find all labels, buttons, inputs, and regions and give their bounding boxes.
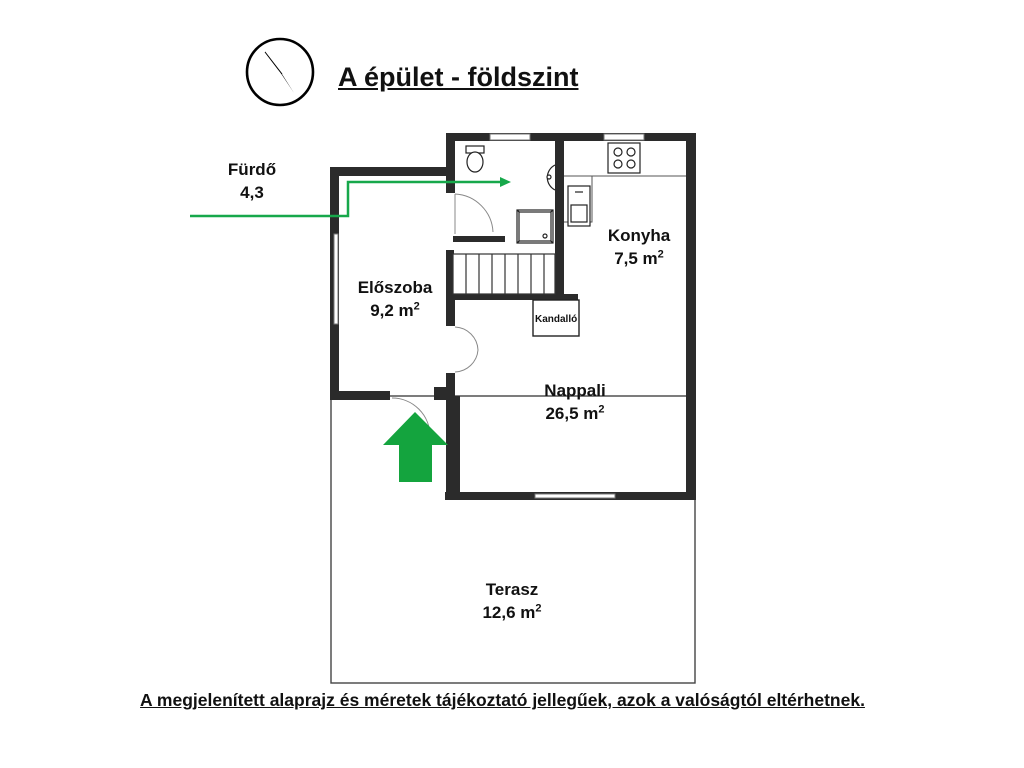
room-name: Nappali xyxy=(544,381,606,400)
disclaimer-note: A megjelenített alaprajz és méretek tájé… xyxy=(140,690,865,710)
room-label-eloszoba: Előszoba 9,2 m2 xyxy=(342,276,448,322)
toilet-icon xyxy=(465,145,485,173)
door-swings xyxy=(391,193,494,437)
room-area: 4,3 xyxy=(240,183,264,202)
windows xyxy=(333,133,645,499)
room-area: 12,6 m2 xyxy=(482,602,542,622)
room-area: 7,5 m2 xyxy=(614,248,664,268)
kitchen-sink-icon xyxy=(567,185,591,227)
stove-icon xyxy=(607,142,641,174)
room-area: 26,5 m2 xyxy=(545,403,605,423)
room-label-nappali: Nappali 26,5 m2 xyxy=(520,379,630,425)
room-name: Terasz xyxy=(485,580,539,599)
bathroom-pointer-arrowhead xyxy=(500,177,511,187)
compass-icon xyxy=(245,37,315,107)
fireplace xyxy=(532,299,580,337)
room-name: Konyha xyxy=(607,226,671,245)
fireplace-label: Kandalló xyxy=(535,314,578,325)
room-label-terasz: Terasz 12,6 m2 xyxy=(456,578,568,624)
washbasin-icon xyxy=(546,164,556,191)
staircase xyxy=(452,253,556,295)
bathroom-pointer-line xyxy=(190,180,500,218)
shower-icon xyxy=(516,209,554,244)
room-name: Előszoba xyxy=(357,278,433,297)
room-name: Fürdő xyxy=(227,160,277,179)
room-area: 9,2 m2 xyxy=(370,300,420,320)
terrace-outline xyxy=(330,395,696,684)
room-label-furdo: Fürdő 4,3 xyxy=(220,158,284,204)
page-title: A épület - földszint xyxy=(338,62,579,92)
interior-walls xyxy=(446,141,578,304)
entrance-arrow-icon xyxy=(383,412,448,482)
room-label-konyha: Konyha 7,5 m2 xyxy=(594,224,684,270)
